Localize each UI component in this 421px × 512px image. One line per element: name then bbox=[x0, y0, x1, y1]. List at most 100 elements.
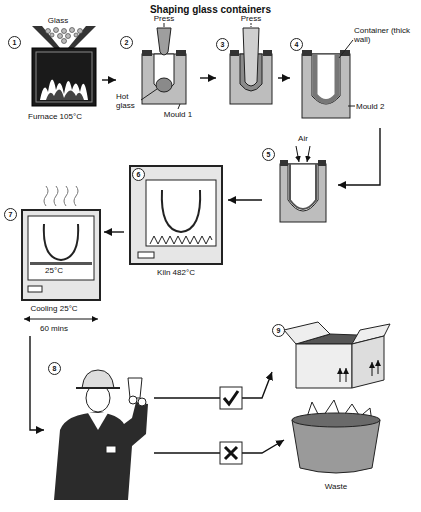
worker-part bbox=[106, 446, 116, 453]
mould-press bbox=[230, 23, 272, 104]
worker-part bbox=[129, 396, 137, 404]
hopper-part-part bbox=[70, 28, 75, 33]
mould-2-part bbox=[315, 54, 337, 102]
mould-1-part bbox=[141, 89, 157, 100]
part-label: Air bbox=[292, 134, 314, 143]
hopper-part-part bbox=[78, 29, 83, 34]
furnace-part bbox=[40, 79, 88, 100]
part-label: Waste bbox=[316, 482, 356, 491]
mould-press-part bbox=[230, 50, 239, 56]
waste-bin bbox=[292, 400, 380, 473]
part-label: Cooling 25°C bbox=[8, 304, 100, 313]
callout-number: 4 bbox=[290, 38, 303, 51]
carton-part bbox=[352, 336, 384, 388]
carton-part bbox=[284, 322, 330, 344]
process-stage: 5Air bbox=[262, 134, 338, 226]
flow-arrow bbox=[30, 336, 44, 430]
cooling-cabinet-part bbox=[30, 262, 92, 265]
kiln-part bbox=[150, 236, 212, 244]
process-stage: 6Kiln 482°C bbox=[124, 160, 228, 284]
mould-2-part bbox=[312, 54, 340, 104]
mould-blow-part bbox=[296, 146, 299, 162]
process-stage: Waste bbox=[284, 398, 388, 494]
mould-1-part bbox=[142, 50, 152, 56]
callout-number: 3 bbox=[216, 38, 229, 51]
cooling-cabinet-part bbox=[44, 224, 78, 260]
worker-part bbox=[138, 398, 146, 406]
mould-1-part bbox=[154, 54, 174, 91]
reject-mark bbox=[220, 442, 242, 464]
kiln-part bbox=[130, 166, 222, 264]
mould-2-part bbox=[302, 54, 350, 118]
waste-bin-part bbox=[292, 413, 380, 427]
part-label: Glass bbox=[38, 16, 78, 25]
cooling-cabinet-part bbox=[28, 216, 94, 280]
worker bbox=[54, 370, 148, 500]
callout-number: 2 bbox=[120, 36, 133, 49]
carton-part bbox=[346, 368, 347, 382]
flow-arrow bbox=[104, 231, 124, 232]
mould-1-part bbox=[157, 28, 171, 55]
mould-1 bbox=[141, 23, 186, 109]
mould-1-part bbox=[178, 104, 180, 109]
hopper-part bbox=[32, 26, 60, 48]
kiln-part bbox=[138, 252, 154, 258]
callout-number: 7 bbox=[4, 208, 17, 221]
process-stage: 725°CCooling 25°C60 mins bbox=[4, 186, 104, 336]
process-stage: 2PressHot glassMould 1 bbox=[116, 12, 200, 124]
cooling-cabinet-part bbox=[28, 286, 42, 292]
furnace-part bbox=[36, 52, 92, 102]
mould-1-part bbox=[142, 54, 186, 104]
carton bbox=[284, 322, 390, 388]
mould-1-part bbox=[156, 78, 172, 92]
reject-mark-part bbox=[220, 442, 242, 464]
part-label: Kiln 482°C bbox=[134, 268, 218, 277]
mould-blow-part bbox=[280, 164, 326, 222]
accept-mark-part bbox=[224, 391, 238, 404]
hopper bbox=[32, 26, 96, 48]
mould-2 bbox=[302, 40, 355, 118]
part-label: Hot glass bbox=[116, 92, 140, 110]
kiln-part bbox=[162, 190, 200, 232]
flow-arrow bbox=[154, 440, 284, 453]
part-label: Container (thick wall) bbox=[354, 26, 412, 44]
flow-arrow bbox=[338, 128, 380, 185]
mould-2-part bbox=[348, 106, 355, 107]
mould-2-part bbox=[339, 40, 353, 58]
callout-number: 9 bbox=[272, 324, 285, 337]
cooling-cabinet bbox=[22, 186, 100, 319]
hopper-part-part bbox=[54, 28, 59, 33]
hopper-part-part bbox=[74, 33, 78, 37]
part-label: Furnace 105°C bbox=[8, 112, 102, 121]
part-label: 25°C bbox=[32, 266, 76, 275]
diagram-title: Shaping glass containers bbox=[0, 4, 421, 15]
furnace-part bbox=[46, 89, 84, 100]
part-label: Press bbox=[236, 14, 266, 23]
mould-1-part bbox=[164, 23, 165, 27]
process-stage: 4Container (thick wall)Mould 2 bbox=[290, 12, 413, 128]
hopper-part-part bbox=[50, 33, 54, 37]
reject-mark-part bbox=[225, 447, 237, 459]
process-stage: 8 bbox=[44, 362, 154, 502]
hopper-part-part bbox=[58, 34, 63, 39]
flow-arrow bbox=[228, 199, 262, 200]
hopper-part bbox=[68, 26, 96, 48]
hopper-part-part bbox=[62, 29, 67, 34]
mould-blow-part bbox=[290, 164, 316, 209]
mould-blow-part bbox=[318, 160, 326, 166]
worker-part bbox=[128, 378, 142, 398]
callout-number: 6 bbox=[132, 168, 145, 181]
process-stage: 3 Press bbox=[216, 12, 278, 124]
mould-press-part bbox=[251, 23, 252, 27]
furnace bbox=[32, 48, 96, 106]
flow-arrow bbox=[154, 372, 272, 398]
mould-blow-part bbox=[307, 146, 310, 162]
hopper-part bbox=[46, 28, 83, 44]
flow-arrow bbox=[200, 77, 216, 78]
cooling-cabinet-part bbox=[24, 319, 98, 320]
carton-part bbox=[296, 344, 352, 388]
carton-part bbox=[378, 360, 379, 374]
